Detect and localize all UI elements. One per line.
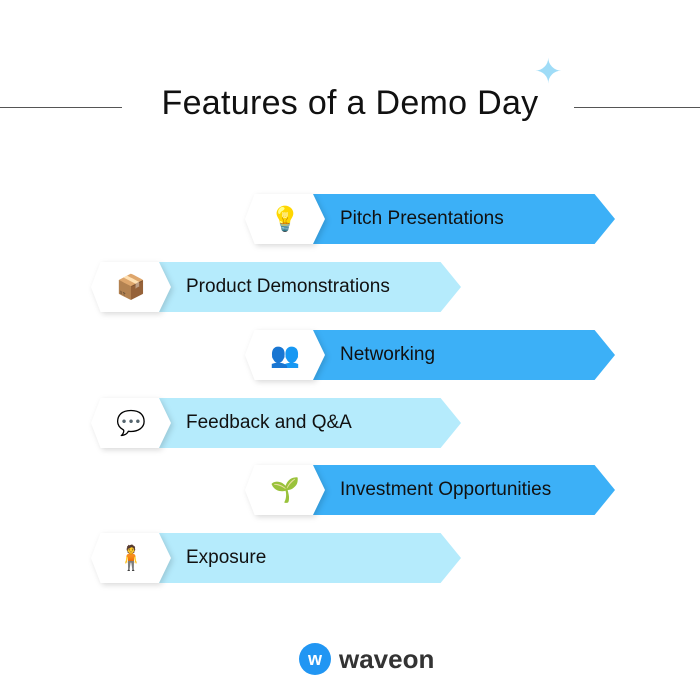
- feature-feedback-qa: 💬 Feedback and Q&A: [91, 398, 461, 448]
- title-line-left: [0, 107, 122, 108]
- logo-text: waveon: [339, 643, 435, 674]
- feature-label: Product Demonstrations: [186, 276, 390, 297]
- feature-label: Investment Opportunities: [340, 479, 552, 500]
- waveon-logo: w waveon: [299, 643, 434, 675]
- feature-product-demonstrations: 📦 Product Demonstrations: [91, 262, 461, 312]
- feature-pitch-presentations: 💡 Pitch Presentations: [245, 194, 615, 244]
- page-title: Features of a Demo Day: [161, 84, 539, 122]
- plant-coins-icon: 🌱: [245, 465, 325, 515]
- network-people-icon: 👥: [245, 330, 325, 380]
- person-arrows-icon: 🧍: [91, 533, 171, 583]
- feature-investment-opportunities: 🌱 Investment Opportunities: [245, 465, 615, 515]
- banner: [275, 465, 615, 515]
- feature-exposure: 🧍 Exposure: [91, 533, 461, 583]
- feature-label: Exposure: [186, 547, 267, 568]
- idea-rocket-icon: 💡: [245, 194, 325, 244]
- banner: [121, 398, 461, 448]
- logo-mark: w: [299, 643, 331, 675]
- banner: [121, 262, 461, 312]
- banner: [275, 194, 615, 244]
- feature-label: Networking: [340, 344, 436, 365]
- feature-label: Feedback and Q&A: [186, 412, 352, 433]
- hands-box-icon: 📦: [91, 262, 171, 312]
- feature-networking: 👥 Networking: [245, 330, 615, 380]
- chat-bubbles-icon: 💬: [91, 398, 171, 448]
- feature-label: Pitch Presentations: [340, 208, 504, 229]
- banner: [275, 330, 615, 380]
- banner: [121, 533, 461, 583]
- sparkle-icon: ✦: [534, 53, 563, 91]
- title-line-right: [574, 107, 700, 108]
